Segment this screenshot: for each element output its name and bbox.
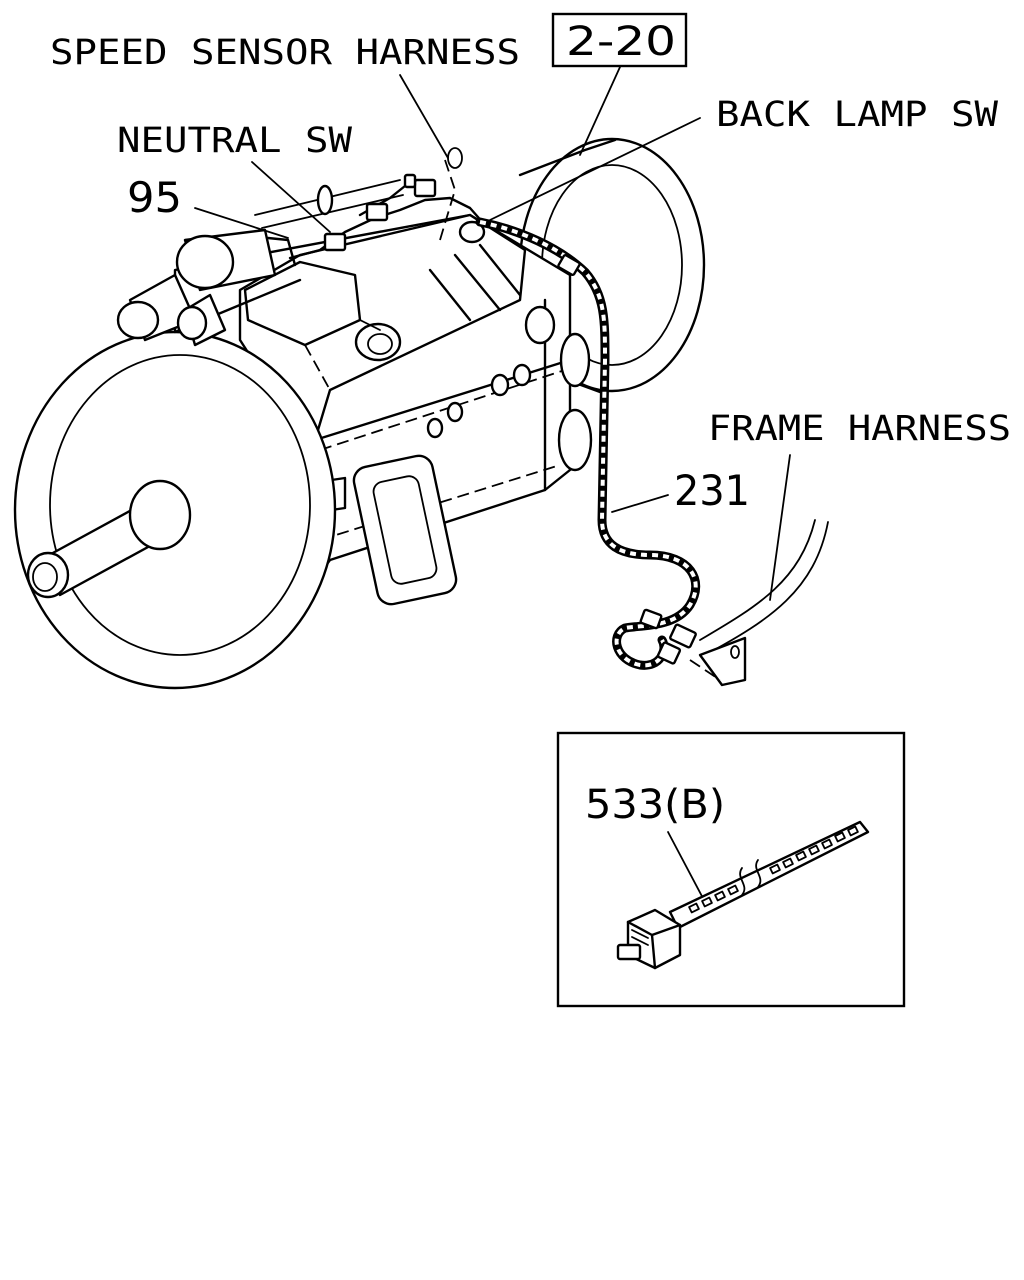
part-231-leader [611,494,669,513]
neutral-sw-leader [251,161,331,233]
cable-tie-inset: 533(B) [556,731,906,1008]
speed-sensor-connector [365,202,389,222]
speed-sensor-leader [399,74,449,159]
cable-tie-illustration [616,820,870,970]
part-95-leader [194,207,289,239]
harness-231 [475,217,701,670]
part-95-label: 95 [127,173,182,222]
bell-housing [13,278,337,690]
back-lamp-sw-label: BACK LAMP SW [716,95,999,135]
speed-sensor-wiring [288,173,487,260]
frame-harness-leader [769,454,791,601]
ref-box-label: 2-20 [566,19,676,65]
frame-harness-label: FRAME HARNESS [708,409,1011,449]
transmission-illustration [13,137,829,690]
leader-lines [194,66,791,601]
shift-cover [238,213,527,442]
top-shaft [254,147,463,241]
neutral-sw-label: NEUTRAL SW [117,121,353,161]
ref-box-leader [579,66,621,156]
speed-sensor-harness-label: SPEED SENSOR HARNESS [50,33,520,73]
part-231-label: 231 [674,466,750,515]
labels: SPEED SENSOR HARNESS 2-20 NEUTRAL SW 95 … [50,12,1011,515]
part-533b-label: 533(B) [585,782,725,828]
back-lamp-sw-leader [489,117,701,221]
frame-harness-end [656,519,829,687]
pipe-fittings [116,228,297,347]
inset-frame [556,731,906,1008]
back-lamp-sw-connector [413,178,437,198]
ref-box: 2-20 [551,12,688,68]
neutral-sw-connector [323,232,347,252]
